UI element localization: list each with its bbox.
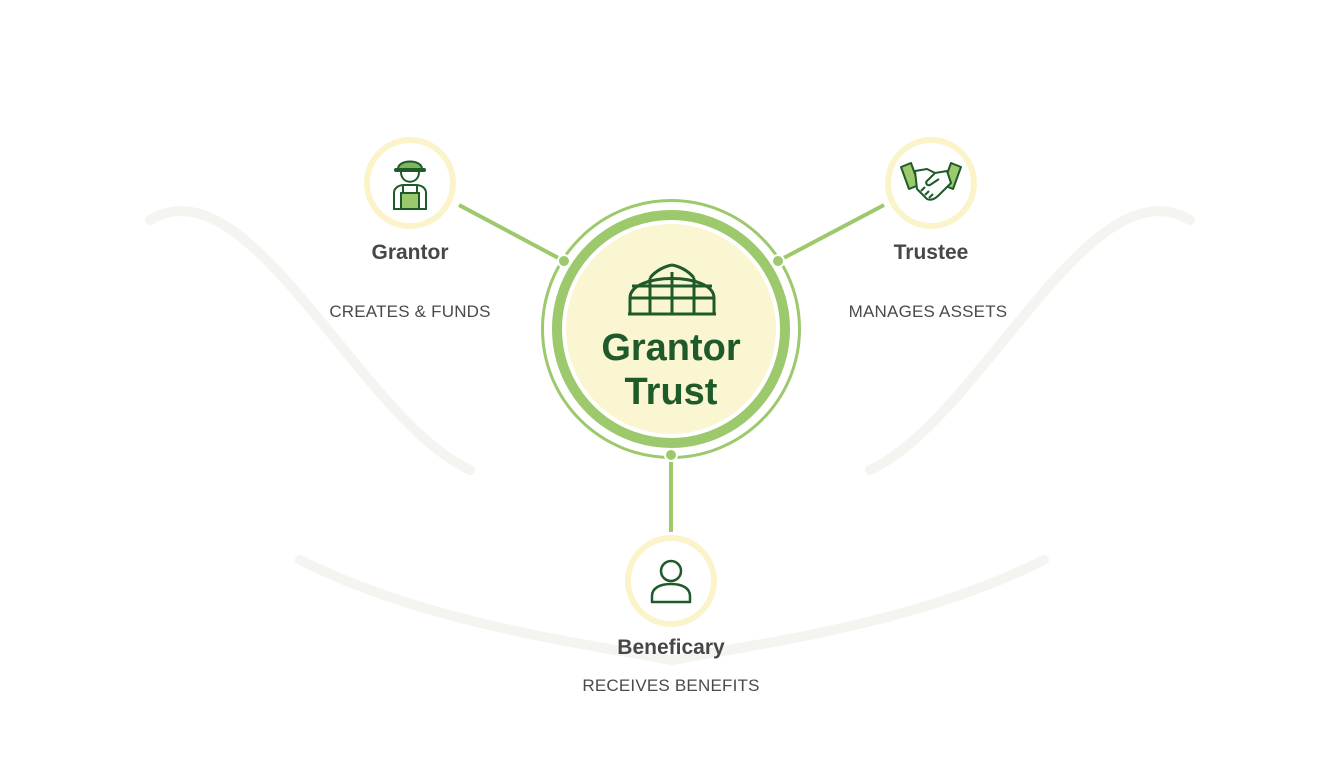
center-title-line2: Trust xyxy=(624,371,718,413)
connector-trustee xyxy=(777,203,885,263)
trustee-node xyxy=(885,137,977,229)
connector-grantor xyxy=(458,203,565,263)
center-title-line1: Grantor xyxy=(601,327,741,369)
person-icon xyxy=(650,559,692,604)
dot-grantor xyxy=(557,254,571,268)
greenhouse-dome-icon xyxy=(628,263,716,316)
beneficiary-title: Beneficary xyxy=(617,636,725,659)
trustee-description: MANAGES ASSETS xyxy=(848,302,1008,321)
handshake-icon xyxy=(900,162,962,201)
beneficiary-description: RECEIVES BENEFITS xyxy=(582,676,760,695)
grantor-title: Grantor xyxy=(371,241,449,264)
grantor-node xyxy=(364,137,456,229)
beneficiary-node xyxy=(625,535,717,627)
grantor-description: CREATES & FUNDS xyxy=(329,302,491,321)
center-disk xyxy=(566,224,776,434)
farmer-icon xyxy=(393,160,427,210)
dot-beneficiary xyxy=(664,448,678,462)
dot-trustee xyxy=(771,254,785,268)
trustee-title: Trustee xyxy=(893,241,969,264)
